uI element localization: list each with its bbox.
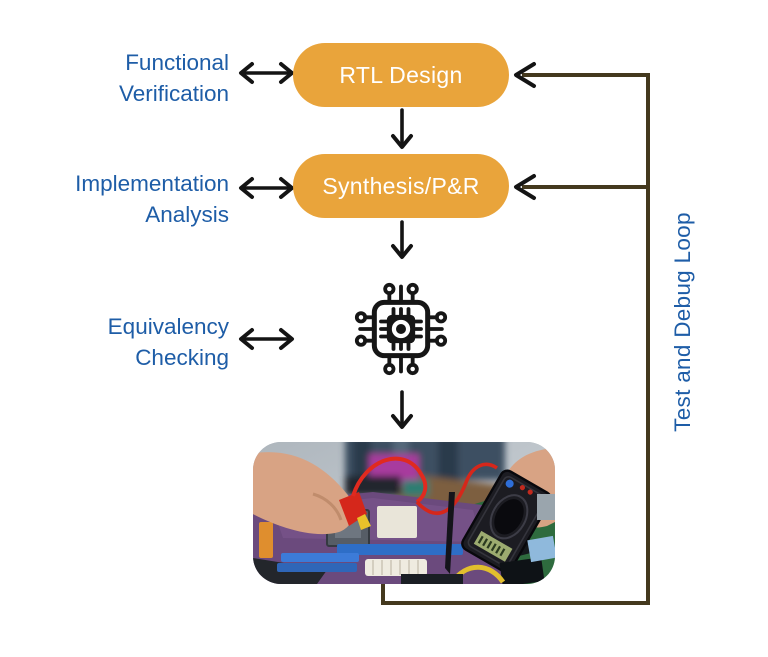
label-line: Analysis [145, 202, 229, 227]
node-synthesis-pnr-label: Synthesis/P&R [322, 172, 480, 199]
arrow-functional-verification [239, 62, 294, 84]
node-synthesis-pnr: Synthesis/P&R [293, 154, 509, 218]
label-functional-verification: Functional Verification [27, 47, 229, 109]
node-rtl-design: RTL Design [293, 43, 509, 107]
label-equivalency-checking: Equivalency Checking [27, 311, 229, 373]
label-implementation-analysis: Implementation Analysis [27, 168, 229, 230]
arrow-chip-to-test [391, 390, 413, 429]
arrow-equivalency-checking [239, 328, 294, 350]
multimeter [461, 469, 552, 573]
chip-icon-graphic [354, 282, 448, 376]
label-line: Checking [135, 345, 229, 370]
label-line: Verification [118, 81, 229, 106]
label-line: Implementation [75, 171, 229, 196]
chip-icon [351, 279, 451, 379]
label-test-and-debug-loop-text: Test and Debug Loop [670, 212, 695, 432]
label-line: Equivalency [107, 314, 229, 339]
label-line: Functional [125, 50, 229, 75]
loop-arrowhead-rtl [514, 62, 536, 88]
label-test-and-debug-loop: Test and Debug Loop [666, 202, 700, 442]
arrow-synthesis-to-chip [391, 220, 413, 259]
feedback-loop-line [381, 62, 650, 605]
hardware-testing-photo-illustration [253, 442, 555, 584]
node-rtl-design-label: RTL Design [339, 61, 463, 88]
hardware-testing-photo [253, 442, 555, 584]
arrow-rtl-to-synthesis [391, 108, 413, 149]
loop-arrowhead-synthesis [514, 174, 536, 200]
arrow-implementation-analysis [239, 177, 294, 199]
